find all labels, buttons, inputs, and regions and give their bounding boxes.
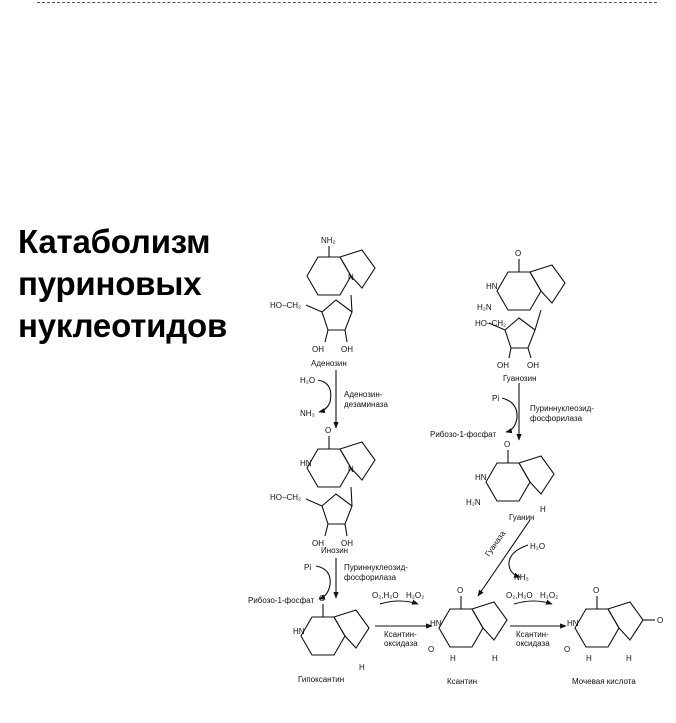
atom-hn-uric: HN [567, 619, 579, 628]
arrow-h2o-nh3-right [508, 544, 529, 578]
atom-oh-inosine-2: OH [341, 539, 353, 548]
enzyme-pnp-right-1: Пуриннуклеозид- [530, 404, 594, 413]
atom-o-uric-2: O [564, 645, 570, 654]
atom-hn-xanthine: HN [430, 619, 442, 628]
atom-oh-adenosine-2: OH [341, 345, 353, 354]
reagent-ribose1p-right: Рибозо-1-фосфат [430, 430, 496, 439]
enzyme-adenosine-deaminase-2: дезаминаза [344, 400, 388, 409]
enzyme-pnp-left-2: фосфорилаза [344, 573, 397, 582]
atom-n-adenosine: N [348, 273, 354, 282]
enzyme-xo2-2: оксидаза [516, 639, 550, 648]
atom-oh-guanosine-2: OH [527, 361, 539, 370]
arrow-h2o-nh3-left [317, 379, 332, 414]
atom-o-inosine: O [325, 426, 331, 435]
atom-o-uric-3: O [657, 616, 663, 625]
label-guanine: Гуанин [509, 513, 534, 522]
reagent-ribose1p-left: Рибозо-1-фосфат [248, 596, 314, 605]
top-dashed-rule [37, 2, 657, 3]
atom-hoch2-adenosine: HO–CH₂ [270, 301, 301, 310]
slide-title: Катаболизм пуриновых нуклеотидов [18, 221, 227, 347]
atom-o-hypoxanthine: O [319, 594, 325, 603]
slide [0, 213, 676, 723]
atom-o-guanosine: O [515, 249, 521, 258]
atom-h-guanine: H [540, 505, 546, 514]
reagent-pi-right: Pi [492, 394, 499, 403]
label-adenosine: Аденозин [311, 359, 347, 368]
atom-oh-guanosine-1: OH [497, 361, 509, 370]
atom-o-xanthine-2: O [428, 645, 434, 654]
atom-hoch2-inosine: HO–CH₂ [270, 493, 301, 502]
arrow-o2-h2o2-left [379, 599, 419, 605]
reagent-pi-left: Pi [304, 563, 311, 572]
atom-h-xanthine-1: H [450, 654, 456, 663]
hypoxanthine-structure [300, 604, 370, 656]
atom-oh-inosine-1: OH [312, 539, 324, 548]
adenosine-structure [305, 246, 376, 343]
arrow-o2-h2o2-right [513, 599, 553, 605]
enzyme-xo2-1: Ксантин- [516, 630, 549, 639]
enzyme-pnp-right-2: фосфорилаза [530, 414, 583, 423]
atom-o-xanthine: O [457, 586, 463, 595]
title-line-1: Катаболизм [18, 223, 211, 260]
reagent-nh3-right: NH₃ [514, 573, 529, 582]
atom-o-guanine: O [504, 440, 510, 449]
label-inosine: Инозин [321, 546, 348, 555]
atom-h2n-guanine: H₂N [466, 498, 481, 507]
atom-nh2-adenosine: NH₂ [321, 236, 336, 245]
guanine-structure [485, 450, 555, 502]
label-hypoxanthine: Гипоксантин [298, 675, 344, 684]
atom-h-uric-2: H [626, 654, 632, 663]
xanthine-structure [438, 596, 508, 648]
title-line-2: пуриновых [18, 265, 202, 302]
arrow-pi-ribose-left [315, 565, 331, 600]
reagent-nh3-left: NH₃ [300, 409, 315, 418]
atom-hn-hypoxanthine: HN [293, 627, 305, 636]
inosine-structure [305, 436, 376, 537]
reagent-h2o2-right: H₂O₂ [540, 591, 558, 600]
label-guanosine: Гуанозин [503, 374, 537, 383]
atom-hn-guanosine: HN [486, 282, 498, 291]
title-line-3: нуклеотидов [18, 307, 228, 344]
atom-h-xanthine-2: H [492, 654, 498, 663]
reagent-h2o-left: H₂O [300, 376, 315, 385]
atom-h-hypoxanthine: H [359, 663, 365, 672]
uric-acid-structure [574, 596, 655, 648]
enzyme-guanase: Гуаназа [483, 529, 507, 558]
reagent-o2h2o-right: O₂,H₂O [506, 591, 533, 600]
atom-hoch2-guanosine: HO–CH₂ [475, 319, 506, 328]
atom-hn-guanine: HN [475, 473, 487, 482]
guanosine-structure [488, 259, 566, 359]
atom-n-inosine: N [348, 465, 354, 474]
arrow-guanase [477, 519, 531, 597]
label-uric-acid: Мочевая кислота [572, 677, 636, 686]
enzyme-pnp-left-1: Пуриннуклеозид- [344, 563, 408, 572]
reagent-h2o2-left: H₂O₂ [406, 591, 424, 600]
arrow-pi-ribose-right [501, 397, 518, 434]
atom-hn-inosine: HN [300, 459, 312, 468]
reagent-o2h2o-left: O₂,H₂O [372, 591, 399, 600]
enzyme-xo1-1: Ксантин- [384, 630, 417, 639]
reagent-h2o-right: H₂O [530, 542, 545, 551]
enzyme-adenosine-deaminase-1: Аденозин- [344, 390, 383, 399]
atom-h2n-guanosine: H₂N [477, 303, 492, 312]
atom-o-uric-1: O [593, 586, 599, 595]
enzyme-xo1-2: оксидаза [384, 639, 418, 648]
atom-oh-adenosine-1: OH [312, 345, 324, 354]
atom-h-uric-1: H [586, 654, 592, 663]
label-xanthine: Ксантин [447, 677, 477, 686]
